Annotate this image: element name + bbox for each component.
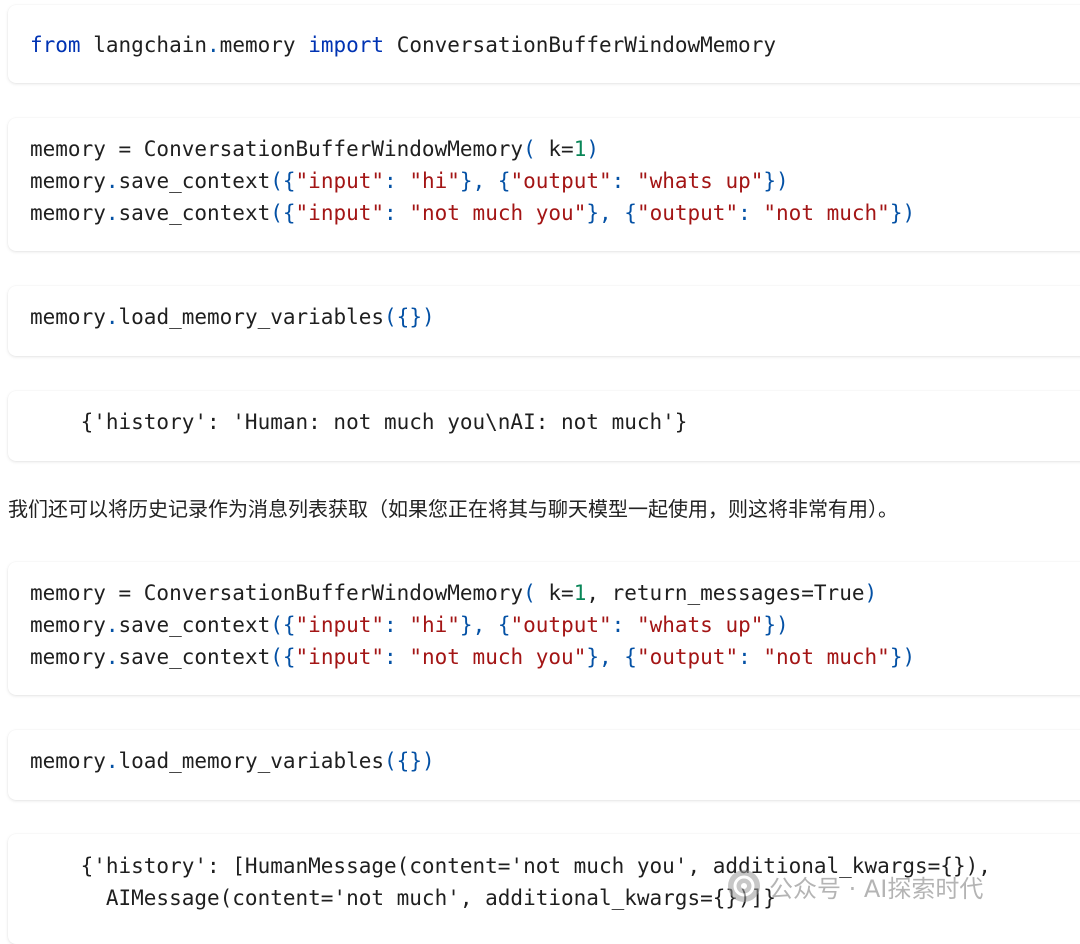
code-token: . (105, 613, 119, 637)
code-token: save_context (118, 645, 271, 669)
code-block-import: from langchain.memory import Conversatio… (8, 5, 1080, 83)
code-token: "input" (295, 613, 385, 637)
code-token: ({}) (384, 305, 435, 329)
code-token: ( (523, 137, 536, 161)
code-token: . (105, 645, 119, 669)
code-content: from langchain.memory import Conversatio… (30, 29, 776, 61)
code-token: "input" (295, 169, 385, 193)
code-token: ) (864, 581, 878, 605)
code-token: "not much" (763, 201, 890, 225)
code-token: 1 (573, 137, 587, 161)
code-token: memory (30, 645, 106, 669)
code-token: memory = ConversationBufferWindowMemory (30, 137, 524, 161)
code-token: langchain (80, 33, 208, 57)
code-token: load_memory_variables (118, 749, 385, 773)
code-token: memory = ConversationBufferWindowMemory (30, 581, 524, 605)
code-content: memory.load_memory_variables({}) (30, 745, 435, 777)
code-token: load_memory_variables (118, 305, 385, 329)
code-token: . (207, 33, 220, 57)
code-token: "hi" (409, 169, 460, 193)
code-token: "whats up" (636, 169, 764, 193)
code-block-load-memory-2: memory.load_memory_variables({}) (8, 730, 1080, 800)
code-token: "output" (636, 201, 739, 225)
code-token: from (30, 33, 81, 57)
code-token: : (611, 169, 637, 193)
code-token: : (738, 645, 764, 669)
code-token: . (105, 169, 119, 193)
watermark-text: 公众号 · AI探索时代 (769, 874, 984, 903)
code-output: {'history': 'Human: not much you\nAI: no… (30, 406, 688, 438)
output-block-history-string: {'history': 'Human: not much you\nAI: no… (8, 391, 1080, 461)
code-token: "output" (510, 613, 612, 637)
code-token: "not much" (763, 645, 890, 669)
code-token: "input" (295, 201, 385, 225)
code-token: memory (30, 749, 106, 773)
code-token: : (384, 645, 410, 669)
code-token: ( (523, 581, 536, 605)
code-token: ({ (270, 169, 296, 193)
code-token: }, { (459, 613, 511, 637)
code-token: {'history': [HumanMessage(content='not m… (30, 854, 991, 878)
code-token: 1 (573, 581, 587, 605)
code-token: : (384, 613, 410, 637)
code-token: : (611, 613, 637, 637)
code-token: "output" (510, 169, 612, 193)
code-token: ({}) (384, 749, 435, 773)
code-token: }) (763, 169, 789, 193)
code-token: , return_messages=True (586, 581, 865, 605)
code-block-window-memory-k1: memory = ConversationBufferWindowMemory(… (8, 118, 1080, 251)
code-token: ) (586, 137, 599, 161)
code-token: "input" (295, 645, 385, 669)
code-token: memory (219, 33, 309, 57)
code-token: memory (30, 305, 106, 329)
code-token: k= (535, 581, 574, 605)
code-token: {'history': 'Human: not much you\nAI: no… (30, 410, 688, 434)
code-token: memory (30, 613, 106, 637)
code-token: }) (889, 645, 916, 669)
code-token: "not much you" (409, 201, 587, 225)
code-token: }) (763, 613, 789, 637)
code-output: {'history': [HumanMessage(content='not m… (30, 850, 991, 914)
code-token: "hi" (409, 613, 460, 637)
output-block-history-messages: {'history': [HumanMessage(content='not m… (8, 834, 1080, 944)
code-token: memory (30, 201, 106, 225)
code-token: ({ (270, 613, 296, 637)
code-token: . (105, 305, 119, 329)
code-token: save_context (118, 201, 271, 225)
code-token: k= (535, 137, 574, 161)
code-block-load-memory: memory.load_memory_variables({}) (8, 286, 1080, 356)
code-token: AIMessage(content='not much', additional… (30, 886, 776, 910)
code-token: memory (30, 169, 106, 193)
code-token: }) (889, 201, 916, 225)
code-content: memory = ConversationBufferWindowMemory(… (30, 133, 915, 229)
code-token: save_context (118, 169, 271, 193)
code-token: }, { (586, 645, 637, 669)
code-token: : (384, 169, 410, 193)
code-token: ConversationBufferWindowMemory (384, 33, 776, 57)
code-token: . (105, 201, 119, 225)
code-token: "whats up" (636, 613, 764, 637)
code-token: ({ (270, 201, 296, 225)
code-content: memory.load_memory_variables({}) (30, 301, 435, 333)
code-token: ({ (270, 645, 296, 669)
explanation-paragraph: 我们还可以将历史记录作为消息列表获取（如果您正在将其与聊天模型一起使用，则这将非… (8, 497, 898, 521)
code-content: memory = ConversationBufferWindowMemory(… (30, 577, 915, 673)
code-token: : (738, 201, 764, 225)
code-token: save_context (118, 613, 271, 637)
code-token: "not much you" (409, 645, 587, 669)
code-token: import (308, 33, 385, 57)
code-token: "output" (636, 645, 739, 669)
code-block-window-memory-return-messages: memory = ConversationBufferWindowMemory(… (8, 562, 1080, 695)
code-token: }, { (459, 169, 511, 193)
code-token: : (384, 201, 410, 225)
code-token: . (105, 749, 119, 773)
wechat-official-account-icon (728, 870, 760, 902)
watermark: 公众号 · AI探索时代 (727, 869, 983, 903)
code-token: }, { (586, 201, 637, 225)
